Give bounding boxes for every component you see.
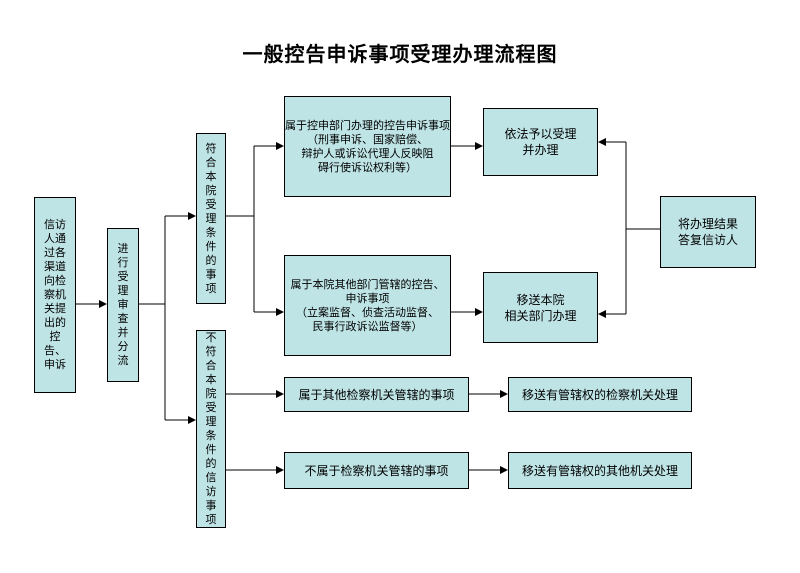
transfer-procuratorate-text: 移送有管辖权的检察机关处理 — [521, 387, 678, 402]
accept-text: 依法予以受理 并办理 — [504, 127, 577, 157]
transfer-procuratorate-box: 移送有管辖权的检察机关处理 — [508, 377, 692, 412]
transfer-internal-box: 移送本院 相关部门办理 — [483, 272, 598, 343]
non-procuratorate-text: 不属于检察机关管辖的事项 — [304, 463, 449, 478]
dept-own-box: 属于控申部门办理的控告申诉事项 （刑事申诉、国家赔偿、 辩护人或诉讼代理人反映阻… — [284, 96, 451, 197]
other-procuratorate-box: 属于其他检察机关管辖的事项 — [284, 377, 469, 412]
dept-other-box: 属于本院其他部门管辖的控告、 申诉事项 （立案监督、侦查活动监督、 民事行政诉讼… — [284, 255, 451, 356]
accept-box: 依法予以受理 并办理 — [483, 108, 598, 176]
review-text: 进行受理审查并分流 — [117, 242, 129, 367]
page-title: 一般控告申诉事项受理办理流程图 — [242, 42, 558, 66]
source-text: 信访人通过各渠道向检察机关提出的控告、申诉 — [44, 218, 66, 371]
unqualified-text: 不符合本院受理条件的信访事项 — [205, 331, 217, 526]
transfer-internal-text: 移送本院 相关部门办理 — [504, 292, 577, 323]
qualified-box: 符合本院受理条件的事项 — [196, 133, 226, 304]
dept-other-text: 属于本院其他部门管辖的控告、 申诉事项 （立案监督、侦查活动监督、 民事行政诉讼… — [290, 277, 445, 333]
review-box: 进行受理审查并分流 — [107, 228, 139, 382]
other-procuratorate-text: 属于其他检察机关管辖的事项 — [298, 387, 455, 402]
dept-own-text: 属于控申部门办理的控告申诉事项 （刑事申诉、国家赔偿、 辩护人或诉讼代理人反映阻… — [285, 118, 450, 174]
transfer-other-org-text: 移送有管辖权的其他机关处理 — [521, 463, 678, 478]
reply-text: 将办理结果 答复信访人 — [677, 217, 738, 247]
source-box: 信访人通过各渠道向检察机关提出的控告、申诉 — [34, 197, 76, 393]
transfer-other-org-box: 移送有管辖权的其他机关处理 — [508, 452, 692, 489]
reply-box: 将办理结果 答复信访人 — [660, 196, 756, 268]
qualified-text: 符合本院受理条件的事项 — [205, 141, 217, 295]
unqualified-box: 不符合本院受理条件的信访事项 — [196, 330, 226, 528]
non-procuratorate-box: 不属于检察机关管辖的事项 — [284, 452, 469, 489]
